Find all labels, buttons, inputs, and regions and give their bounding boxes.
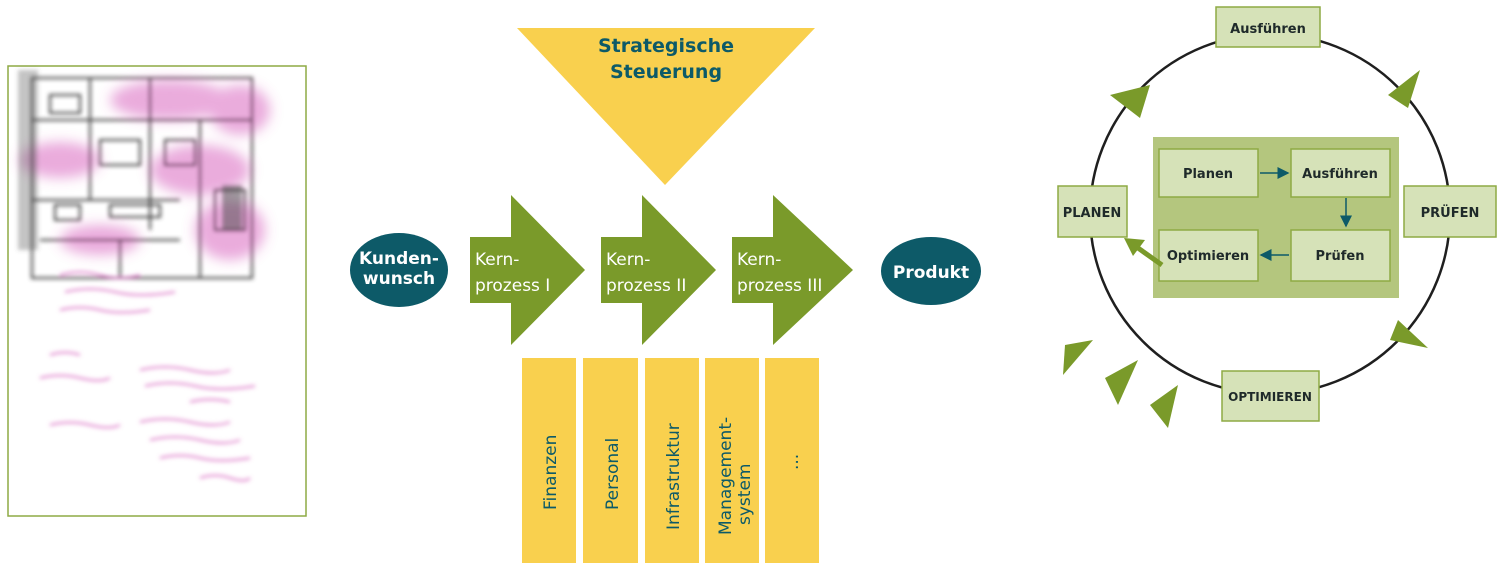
cycle-arrow-left-1 <box>1063 340 1093 375</box>
outer-check-label: PRÜFEN <box>1421 205 1480 221</box>
inner-plan-label: Planen <box>1183 167 1233 182</box>
cycle-arrow-bottom-right <box>1390 320 1428 348</box>
cycle-arrow-left-2 <box>1105 360 1138 405</box>
core-process-arrow-3 <box>732 195 853 345</box>
strategic-control-label-1: Strategische <box>598 35 734 57</box>
outer-act-box <box>1221 370 1320 422</box>
core-process-arrow-1 <box>470 195 585 345</box>
cycle-arrow-top-left <box>1110 85 1150 118</box>
support-bar-infrastructure <box>645 358 699 563</box>
support-bar-finance <box>522 358 576 563</box>
inner-act-box <box>1158 229 1259 282</box>
cycle-arrow-top-right <box>1388 70 1420 108</box>
inner-do-label: Ausführen <box>1302 167 1378 182</box>
inner-act-label: Optimieren <box>1167 249 1249 264</box>
outer-do-label: Ausführen <box>1230 22 1306 37</box>
core-process-3-label-1: Kern- <box>737 250 781 270</box>
process-map: Strategische Steuerung Kunden- wunsch Ke… <box>350 28 981 563</box>
strategic-control-label-2: Steuerung <box>610 61 722 83</box>
outer-plan-box <box>1057 185 1128 238</box>
outer-plan-label: PLANEN <box>1063 206 1122 221</box>
inner-to-outer-arrow-head <box>1124 238 1145 256</box>
support-label-personnel: Personal <box>603 438 623 510</box>
core-process-1-label-1: Kern- <box>475 250 519 270</box>
support-bar-more <box>765 358 819 563</box>
inner-plan-box <box>1158 148 1259 198</box>
floor-plan-sketch-image <box>7 65 307 517</box>
core-process-2-label-2: prozess II <box>606 276 686 296</box>
customer-request-label-2: wunsch <box>363 269 435 289</box>
core-process-arrow-2 <box>601 195 716 345</box>
support-label-management-2: system <box>735 464 755 525</box>
support-label-more: ... <box>783 454 803 470</box>
core-process-2-label-1: Kern- <box>606 250 650 270</box>
inner-to-outer-arrow-shaft <box>1136 245 1164 268</box>
inner-check-label: Prüfen <box>1316 249 1365 264</box>
customer-request-label-1: Kunden- <box>359 249 439 269</box>
customer-request-node <box>350 233 448 307</box>
support-label-management-1: Management- <box>716 417 736 535</box>
pdca-cycle: Ausführen PRÜFEN PLANEN OPTIMIEREN Plane… <box>1057 6 1497 428</box>
support-bar-personnel <box>583 358 638 563</box>
outer-do-box <box>1215 6 1321 48</box>
sketch-frame <box>7 65 307 517</box>
inner-do-box <box>1290 148 1391 198</box>
sketch-blurred-content <box>18 70 270 482</box>
strategic-control-arrow <box>517 28 815 185</box>
outer-act-label: OPTIMIEREN <box>1228 390 1312 404</box>
support-label-finance: Finanzen <box>541 435 561 510</box>
cycle-arrow-left-3 <box>1150 385 1178 428</box>
support-label-infrastructure: Infrastruktur <box>664 423 684 530</box>
product-node <box>881 237 981 305</box>
product-label: Produkt <box>893 263 969 283</box>
outer-check-box <box>1403 185 1497 238</box>
core-process-1-label-2: prozess I <box>475 276 550 296</box>
inner-check-box <box>1290 229 1391 282</box>
core-process-3-label-2: prozess III <box>737 276 822 296</box>
support-bar-management-system <box>705 358 759 563</box>
